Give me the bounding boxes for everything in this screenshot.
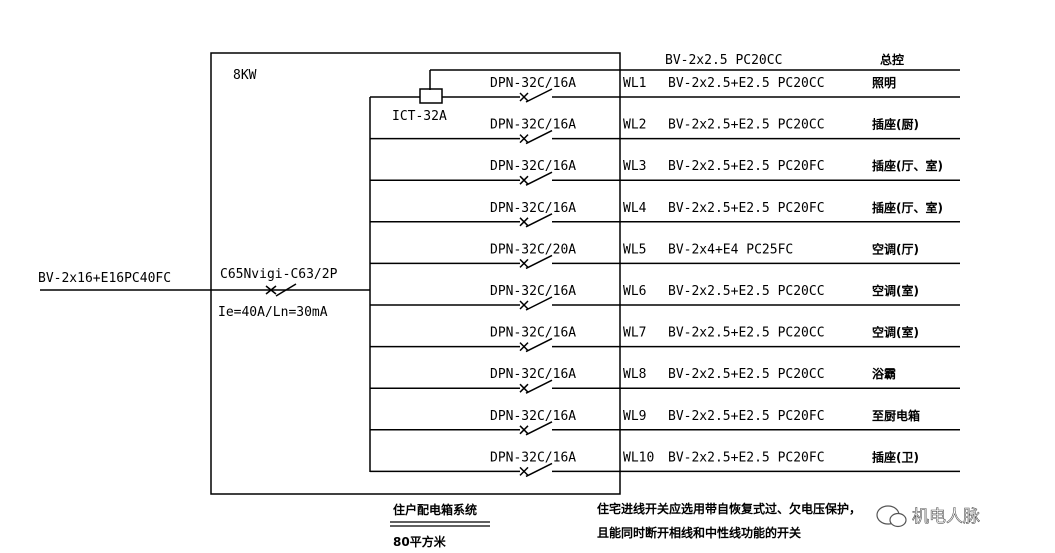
contactor-symbol	[419, 88, 443, 104]
circuit-cable: BV-2x2.5+E2.5 PC20CC	[668, 367, 825, 382]
circuit-id: WL6	[623, 284, 646, 299]
circuit-wl9: DPN-32C/16A WL9 BV-2x2.5+E2.5 PC20FC 至厨电箱	[370, 408, 960, 436]
circuit-purpose: 照明	[872, 75, 896, 90]
main-breaker-rating: Ie=40A/Ln=30mA	[218, 305, 328, 320]
circuit-id: WL7	[623, 326, 646, 341]
breaker-x-2	[519, 134, 529, 144]
circuit-id: WL3	[623, 159, 646, 174]
circuit-cable: BV-2x2.5+E2.5 PC20CC	[668, 118, 825, 133]
breaker-label: DPN-32C/16A	[490, 450, 576, 465]
breaker-blade	[525, 296, 553, 311]
circuit-purpose: 插座(厨)	[872, 117, 919, 132]
circuit-purpose: 插座(厅、室)	[872, 158, 943, 173]
circuit-cable: BV-2x2.5+E2.5 PC20FC	[668, 159, 825, 174]
circuit-wl10: DPN-32C/16A WL10 BV-2x2.5+E2.5 PC20FC 插座(卫)	[370, 449, 960, 478]
breaker-blade	[525, 462, 553, 478]
breaker-label: DPN-32C/16A	[490, 201, 576, 216]
circuit-purpose: 空调(室)	[872, 283, 919, 298]
note-line-2: 且能同时断开相线和中性线功能的开关	[597, 525, 801, 540]
circuit-purpose: 至厨电箱	[872, 408, 920, 423]
breaker-label: DPN-32C/16A	[490, 367, 576, 382]
main-control-cable: BV-2x2.5 PC20CC	[665, 53, 782, 68]
breaker-label: DPN-32C/16A	[490, 326, 576, 341]
circuit-wl5: DPN-32C/20A WL5 BV-2x4+E4 PC25FC 空调(厅)	[370, 241, 960, 270]
circuit-purpose: 插座(厅、室)	[872, 200, 943, 215]
breaker-label: DPN-32C/20A	[490, 242, 576, 257]
breaker-x-2	[519, 92, 529, 102]
circuit-cable: BV-2x2.5+E2.5 PC20FC	[668, 450, 825, 465]
circuit-id: WL10	[623, 450, 654, 465]
breaker-blade	[525, 254, 553, 270]
circuit-wl4: DPN-32C/16A WL4 BV-2x2.5+E2.5 PC20FC 插座(厅、室…	[370, 200, 960, 228]
breaker-x-2	[519, 175, 529, 185]
breaker-blade	[525, 213, 553, 228]
breaker-blade	[525, 421, 553, 436]
breaker-blade	[525, 129, 553, 145]
circuit-wl8: DPN-32C/16A WL8 BV-2x2.5+E2.5 PC20CC 浴霸	[370, 366, 960, 394]
breaker-label: DPN-32C/16A	[490, 159, 576, 174]
circuit-id: WL2	[623, 118, 646, 133]
circuit-id: WL5	[623, 242, 646, 257]
breaker-x-2	[519, 217, 529, 227]
wechat-icon-bubble	[889, 512, 907, 528]
breaker-x-2	[519, 342, 529, 352]
circuit-purpose: 浴霸	[872, 366, 896, 381]
note-line-1: 住宅进线开关应选用带自恢复式过、欠电压保护，	[597, 501, 861, 516]
circuit-cable: BV-2x2.5+E2.5 PC20FC	[668, 201, 825, 216]
circuit-purpose: 空调(厅)	[872, 241, 919, 256]
breaker-blade	[525, 379, 553, 394]
circuit-id: WL1	[623, 76, 646, 91]
circuit-cable: BV-2x2.5+E2.5 PC20FC	[668, 409, 825, 424]
breaker-x-2	[519, 466, 529, 476]
circuit-purpose: 插座(卫)	[872, 449, 919, 464]
breaker-x-2	[519, 300, 529, 310]
breaker-label: DPN-32C/16A	[490, 118, 576, 133]
breaker-blade	[525, 337, 553, 353]
circuit-wl3: DPN-32C/16A WL3 BV-2x2.5+E2.5 PC20FC 插座(厅、室…	[370, 158, 960, 186]
circuit-id: WL9	[623, 409, 646, 424]
breaker-blade	[525, 171, 553, 186]
circuit-cable: BV-2x2.5+E2.5 PC20CC	[668, 284, 825, 299]
watermark: 机电人脉	[876, 505, 980, 528]
circuit-wl7: DPN-32C/16A WL7 BV-2x2.5+E2.5 PC20CC 空调(室)	[370, 325, 960, 353]
circuit-wl1: DPN-32C/16A WL1 BV-2x2.5+E2.5 PC20CC 照明	[370, 75, 960, 103]
circuit-purpose: 空调(室)	[872, 325, 919, 340]
watermark-text: 机电人脉	[912, 507, 980, 527]
incoming-cable-label: BV-2x16+E16PC40FC	[38, 271, 171, 286]
circuit-cable: BV-2x4+E4 PC25FC	[668, 242, 793, 257]
circuit-wl2: DPN-32C/16A WL2 BV-2x2.5+E2.5 PC20CC 插座(厨)	[370, 117, 960, 145]
circuit-id: WL8	[623, 367, 646, 382]
circuit-id: WL4	[623, 201, 647, 216]
breaker-blade	[525, 88, 553, 103]
contactor-label: ICT-32A	[392, 109, 447, 124]
breaker-x-2	[519, 258, 529, 268]
breaker-x-2	[519, 425, 529, 435]
circuit-cable: BV-2x2.5+E2.5 PC20CC	[668, 76, 825, 91]
floor-area: 80平方米	[393, 534, 447, 549]
system-title: 住户配电箱系统	[393, 502, 477, 517]
circuit-cable: BV-2x2.5+E2.5 PC20CC	[668, 326, 825, 341]
main-control-purpose: 总控	[880, 52, 904, 67]
breaker-label: DPN-32C/16A	[490, 76, 576, 91]
breaker-label: DPN-32C/16A	[490, 409, 576, 424]
breaker-label: DPN-32C/16A	[490, 284, 576, 299]
main-breaker-symbol	[265, 283, 297, 297]
board-power-label: 8KW	[233, 68, 257, 83]
breaker-x-2	[519, 383, 529, 393]
board-enclosure	[210, 52, 621, 495]
main-breaker-label: C65Nvigi-C63/2P	[220, 267, 338, 282]
circuit-wl6: DPN-32C/16A WL6 BV-2x2.5+E2.5 PC20CC 空调(室)	[370, 283, 960, 311]
